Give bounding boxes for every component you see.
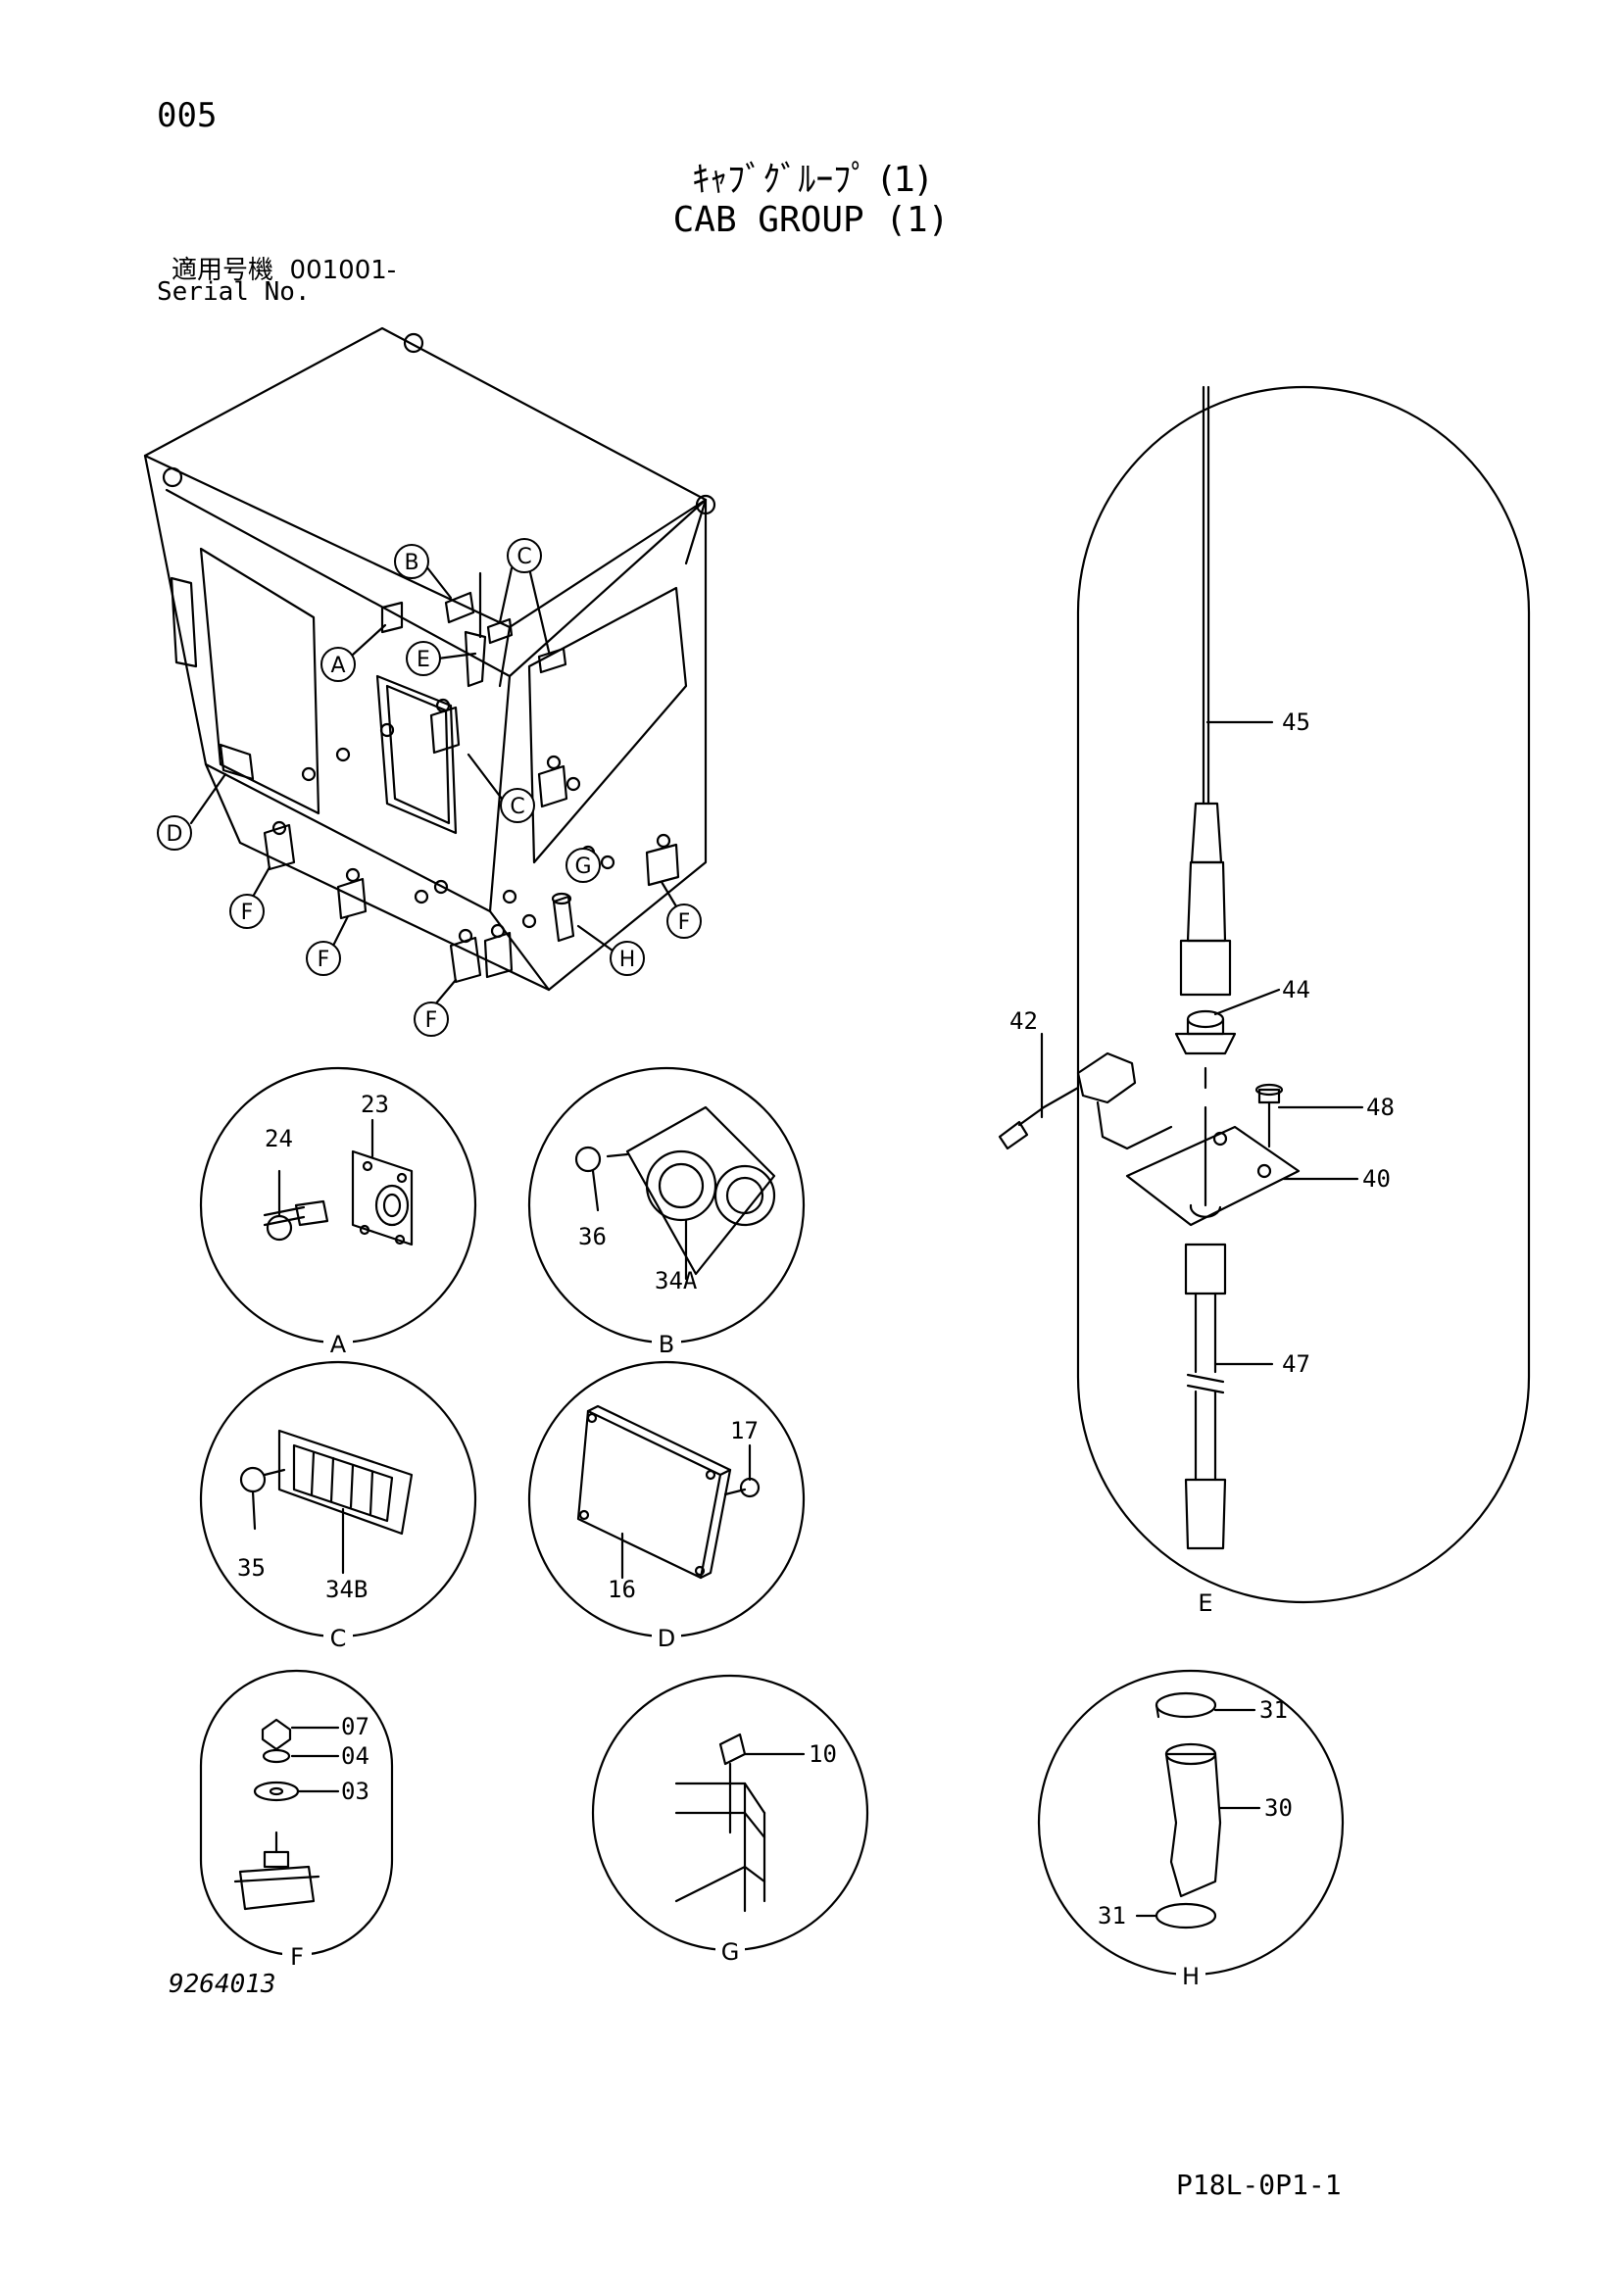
serial-label-japanese: 適用号機 001001- (172, 250, 396, 286)
part-40: 40 (1362, 1165, 1391, 1193)
serial-value: 001001- (289, 256, 397, 285)
callout-circle-c-mid (500, 788, 535, 823)
cab-mount-3 (449, 923, 514, 984)
callout-circle-c-top (507, 538, 542, 573)
callout-f3: F (425, 1008, 438, 1033)
detail-a (199, 1066, 477, 1344)
part-45: 45 (1282, 708, 1310, 736)
detail-g (591, 1674, 869, 1952)
part-34b: 34B (325, 1576, 368, 1603)
part-10: 10 (809, 1740, 837, 1768)
callout-f4: F (678, 910, 691, 935)
callout-a: A (330, 654, 345, 678)
part-47: 47 (1282, 1350, 1310, 1378)
callout-circle-f3 (414, 1001, 449, 1037)
detail-label-c: C (330, 1625, 347, 1652)
part-35: 35 (237, 1554, 266, 1582)
document-code: P18L-0P1-1 (1176, 2169, 1342, 2201)
part-17: 17 (730, 1417, 759, 1444)
detail-letters: A B C D E F G H (282, 1331, 1220, 1990)
callout-f2: F (318, 948, 330, 972)
callout-circle-a (320, 647, 356, 682)
part-31-bottom: 31 (1098, 1902, 1126, 1930)
detail-label-e: E (1198, 1589, 1212, 1617)
part-labels: 45 44 42 48 40 47 23 24 36 34A 35 34B 17… (237, 708, 1395, 1930)
callout-circle-f1 (229, 894, 265, 929)
cab-assembly (143, 326, 716, 992)
part-04: 04 (341, 1742, 369, 1770)
callout-g: G (574, 855, 591, 879)
part-30: 30 (1264, 1794, 1293, 1822)
callout-f1: F (241, 901, 254, 925)
part-07: 07 (341, 1713, 369, 1740)
part-24: 24 (265, 1125, 293, 1152)
part-03: 03 (341, 1778, 369, 1805)
part-34a: 34A (655, 1267, 698, 1295)
detail-label-d: D (658, 1625, 675, 1652)
page-number: 005 (157, 96, 218, 135)
part-44: 44 (1282, 976, 1310, 1003)
part-31-top: 31 (1259, 1696, 1288, 1724)
callout-circle-d (157, 815, 192, 851)
drawing-number: 9264013 (169, 1970, 276, 1999)
detail-label-g: G (721, 1938, 740, 1966)
callout-circle-f4 (666, 904, 702, 939)
cab-mount-1 (263, 820, 296, 871)
serial-label-english: Serial No. (157, 277, 311, 307)
part-23: 23 (361, 1091, 389, 1118)
callout-h: H (619, 948, 636, 972)
detail-label-a: A (330, 1331, 347, 1358)
title-japanese: ｷｬﾌﾞｸﾞﾙｰﾌﾟ (1) (692, 160, 930, 200)
callout-c-mid: C (510, 795, 524, 819)
title-english: CAB GROUP (1) (672, 200, 950, 240)
callout-c-top: C (516, 545, 531, 569)
serial-label-jp: 適用号機 (172, 256, 274, 285)
callout-circle-h (610, 941, 645, 976)
part-36: 36 (578, 1223, 607, 1250)
cab-mount-4 (645, 833, 680, 887)
cab-mount-5 (429, 698, 568, 808)
callout-d: D (167, 822, 183, 847)
callout-circle-f2 (306, 941, 341, 976)
callout-circle-b (394, 544, 429, 579)
cab-mount-2 (336, 867, 368, 920)
callout-circle-e (406, 641, 441, 676)
detail-d (527, 1360, 806, 1638)
detail-b (527, 1066, 806, 1344)
callout-circle-g (565, 848, 601, 883)
part-16: 16 (608, 1576, 636, 1603)
detail-label-h: H (1182, 1963, 1200, 1990)
detail-e-antenna (998, 385, 1531, 1604)
callout-b: B (404, 551, 418, 575)
detail-label-b: B (659, 1331, 674, 1358)
part-48: 48 (1366, 1094, 1395, 1121)
part-42: 42 (1009, 1007, 1038, 1035)
detail-label-f: F (290, 1943, 304, 1971)
detail-h (1037, 1669, 1345, 1977)
callout-e: E (417, 648, 430, 672)
